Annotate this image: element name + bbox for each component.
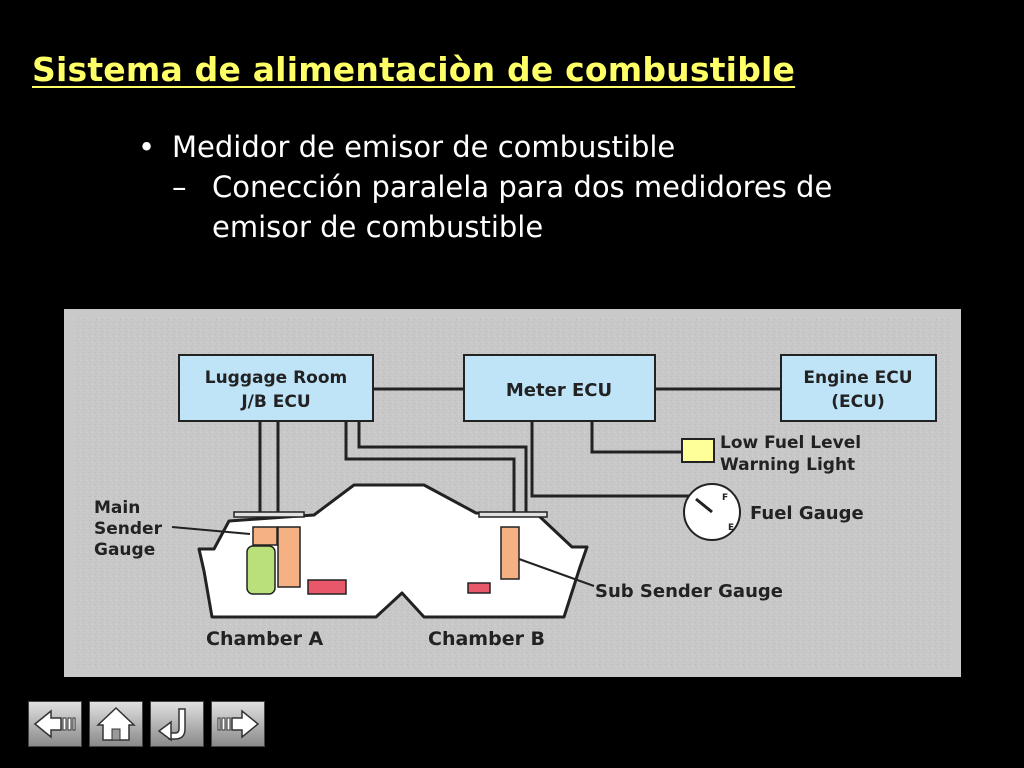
gauge-full-mark: F: [722, 493, 728, 503]
back-arrow-icon: [33, 709, 76, 739]
gauge-empty-mark: E: [728, 523, 734, 533]
slide-title: Sistema de alimentaciòn de combustible: [32, 50, 796, 89]
back-button[interactable]: [28, 701, 82, 747]
main-sender-label-2: Sender: [94, 519, 163, 539]
home-button[interactable]: [89, 701, 143, 747]
luggage-ecu-label-2: J/B ECU: [240, 392, 310, 412]
bullet-dot: •: [138, 130, 156, 164]
luggage-ecu-label-1: Luggage Room: [205, 368, 348, 388]
engine-ecu-box: [780, 354, 937, 422]
diagram-canvas: Luggage Room J/B ECU Meter ECU Engine EC…: [73, 318, 951, 668]
chamber-a-label: Chamber A: [206, 628, 324, 650]
main-sender-head: [252, 526, 278, 546]
main-sender-body: [277, 526, 301, 588]
bullet-text: Medidor de emisor de combustible: [172, 130, 676, 164]
sub-bullet-line-2: emisor de combustible: [212, 210, 544, 244]
sub-bullet-item: – Conección paralela para dos medidores …: [138, 167, 998, 247]
low-fuel-label-2: Warning Light: [720, 455, 855, 475]
meter-ecu-box: [463, 354, 656, 422]
main-heater-element: [307, 579, 347, 595]
engine-ecu-label-2: (ECU): [831, 392, 884, 412]
wiring: [258, 387, 781, 527]
sub-bullet-text: Conección paralela para dos medidores de…: [212, 167, 832, 247]
leader-lines: [171, 526, 595, 587]
main-sender-float: [246, 545, 276, 595]
warning-light-icon: [681, 438, 715, 463]
fuel-gauge-icon: F E: [683, 483, 741, 541]
main-sender-label-3: Gauge: [94, 540, 155, 560]
meter-ecu-label: Meter ECU: [506, 380, 612, 401]
sub-sender-body: [500, 526, 520, 580]
forward-button[interactable]: [211, 701, 265, 747]
sub-sender-label: Sub Sender Gauge: [595, 581, 783, 602]
return-button[interactable]: [150, 701, 204, 747]
engine-ecu-label-1: Engine ECU: [803, 368, 912, 388]
fuel-sender-diagram: Luggage Room J/B ECU Meter ECU Engine EC…: [64, 309, 961, 677]
return-arrow-icon: [157, 708, 186, 742]
main-sender-label-1: Main: [94, 498, 140, 518]
fuel-gauge-label: Fuel Gauge: [750, 503, 864, 524]
sub-bullet-line-1: Conección paralela para dos medidores de: [212, 170, 833, 204]
luggage-room-ecu-box: [178, 354, 374, 422]
home-icon: [96, 706, 136, 741]
chamber-b-label: Chamber B: [428, 628, 545, 650]
bullet-list: • Medidor de emisor de combustible – Con…: [138, 127, 998, 247]
low-fuel-label-1: Low Fuel Level: [720, 433, 861, 453]
bullet-item: • Medidor de emisor de combustible: [138, 127, 998, 167]
forward-arrow-icon: [217, 709, 260, 739]
sub-bullet-dash: –: [172, 170, 187, 204]
sub-heater-element: [467, 582, 491, 594]
